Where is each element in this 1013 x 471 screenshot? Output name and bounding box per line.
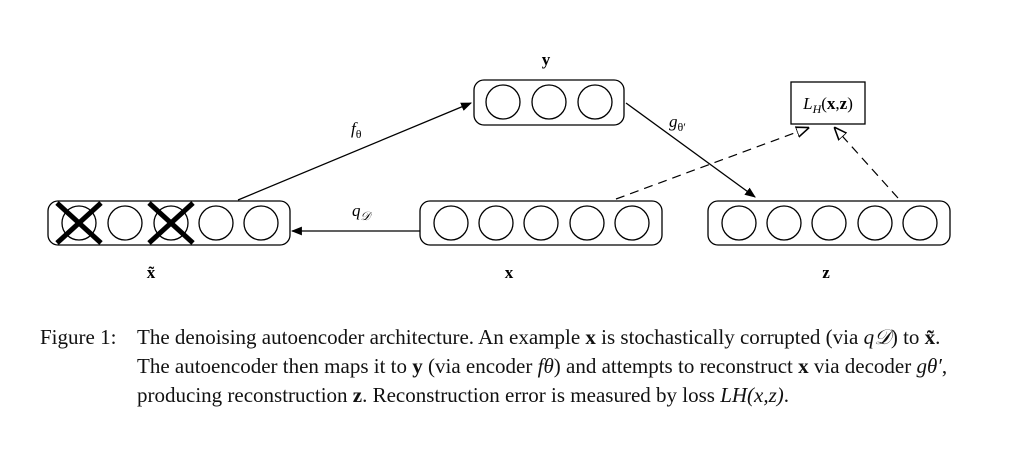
unit-5: [243, 205, 279, 241]
caption-text-segment: . The autoencoder then maps it to: [137, 325, 941, 378]
caption-loss: LH(x,z): [720, 383, 784, 407]
unit-3: [577, 84, 613, 120]
unit-4: [198, 205, 234, 241]
unit-2: [766, 205, 802, 241]
denoising-autoencoder-diagram: x̃ x z y LH(x,z) fθ gθ′ q𝒟: [47, 50, 951, 282]
encoder-label: fθ: [351, 119, 362, 141]
caption-var-g: gθ′: [916, 354, 942, 378]
caption-text-segment: ) to: [890, 325, 925, 349]
caption-text-segment: ) and attempts to reconstruct: [553, 354, 799, 378]
unit-3: [523, 205, 559, 241]
caption-var-x: x: [585, 325, 596, 349]
unit-1: [485, 84, 521, 120]
x-tilde-label: x̃: [147, 263, 156, 282]
corruption-cross-icon: [147, 201, 195, 245]
loss-box: LH(x,z): [790, 81, 866, 125]
corruption-cross-icon: [55, 201, 103, 245]
y-label: y: [542, 50, 551, 69]
decoder-label: gθ′: [669, 112, 686, 134]
unit-3: [153, 205, 189, 241]
loss-reconstruction-dashed-arrow: [835, 128, 899, 199]
caption-text-segment: , producing reconstruction: [137, 354, 948, 407]
unit-5: [614, 205, 650, 241]
unit-2: [531, 84, 567, 120]
input-layer: [419, 200, 663, 246]
figure-caption: Figure 1: The denoising autoencoder arch…: [40, 323, 965, 410]
x-label: x: [505, 263, 514, 282]
unit-1: [433, 205, 469, 241]
unit-4: [569, 205, 605, 241]
unit-1: [721, 205, 757, 241]
caption-text-segment: . Reconstruction error is measured by lo…: [362, 383, 721, 407]
caption-var-y: y: [412, 354, 423, 378]
unit-2: [478, 205, 514, 241]
caption-var-x: x: [798, 354, 809, 378]
unit-2: [107, 205, 143, 241]
loss-label: LH(x,z): [802, 94, 853, 116]
unit-3: [811, 205, 847, 241]
unit-4: [857, 205, 893, 241]
unit-5: [902, 205, 938, 241]
encoder-arrow: [237, 102, 473, 201]
caption-text-segment: .: [783, 383, 790, 407]
corrupted-input-layer: [47, 200, 291, 246]
caption-var-x-tilde: x̃: [924, 325, 936, 349]
caption-text-segment: (via encoder: [422, 354, 538, 378]
caption-text-segment: The denoising autoencoder architecture. …: [137, 325, 586, 349]
caption-text-segment: via decoder: [808, 354, 917, 378]
hidden-layer: [473, 79, 625, 126]
caption-text: The denoising autoencoder architecture. …: [137, 323, 965, 410]
z-label: z: [822, 263, 830, 282]
unit-1: [61, 205, 97, 241]
loss-input-dashed-arrow: [615, 128, 808, 200]
decoder-arrow: [625, 102, 756, 198]
caption-var-q: q𝒟: [863, 325, 891, 349]
caption-var-z: z: [352, 383, 363, 407]
reconstruction-layer: [707, 200, 951, 246]
caption-var-f: fθ: [537, 354, 554, 378]
figure-label: Figure 1:: [40, 325, 117, 349]
corruption-label: q𝒟: [352, 201, 373, 223]
caption-text-segment: is stochastically corrupted (via: [595, 325, 864, 349]
